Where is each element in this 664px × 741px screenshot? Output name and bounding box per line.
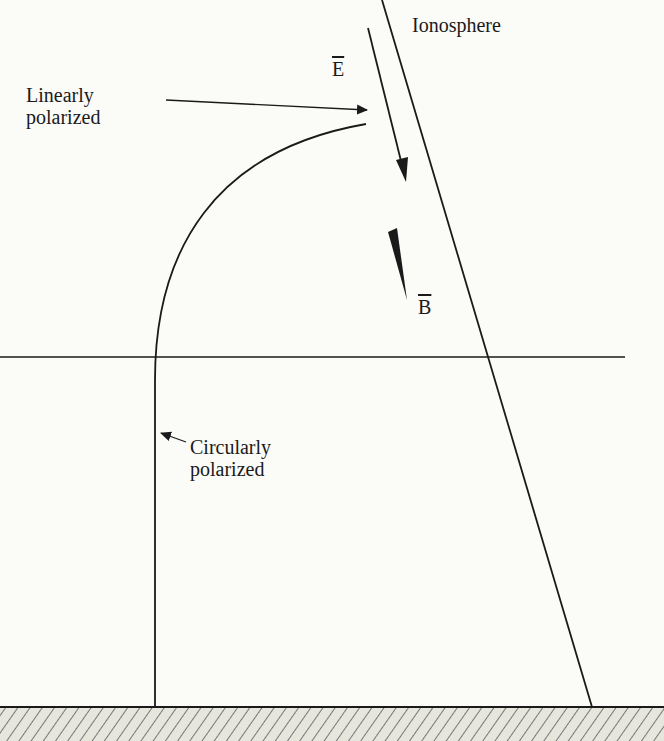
field-line xyxy=(382,0,592,707)
b-arrowhead xyxy=(388,228,407,300)
ground-line xyxy=(0,706,664,708)
ground xyxy=(0,707,664,741)
callout-label: Circularly polarized xyxy=(190,436,320,480)
e-vector xyxy=(368,28,402,165)
vector-label: E xyxy=(332,58,362,80)
callout-label: Linearly polarized xyxy=(26,84,162,128)
vector-label: B xyxy=(418,296,448,318)
ray-path xyxy=(155,124,366,707)
e-arrowhead xyxy=(396,157,408,182)
leader-line xyxy=(161,433,186,442)
region-label: Ionosphere xyxy=(412,14,612,36)
ionosphere-boundary xyxy=(0,356,625,358)
leader-line xyxy=(166,100,367,110)
